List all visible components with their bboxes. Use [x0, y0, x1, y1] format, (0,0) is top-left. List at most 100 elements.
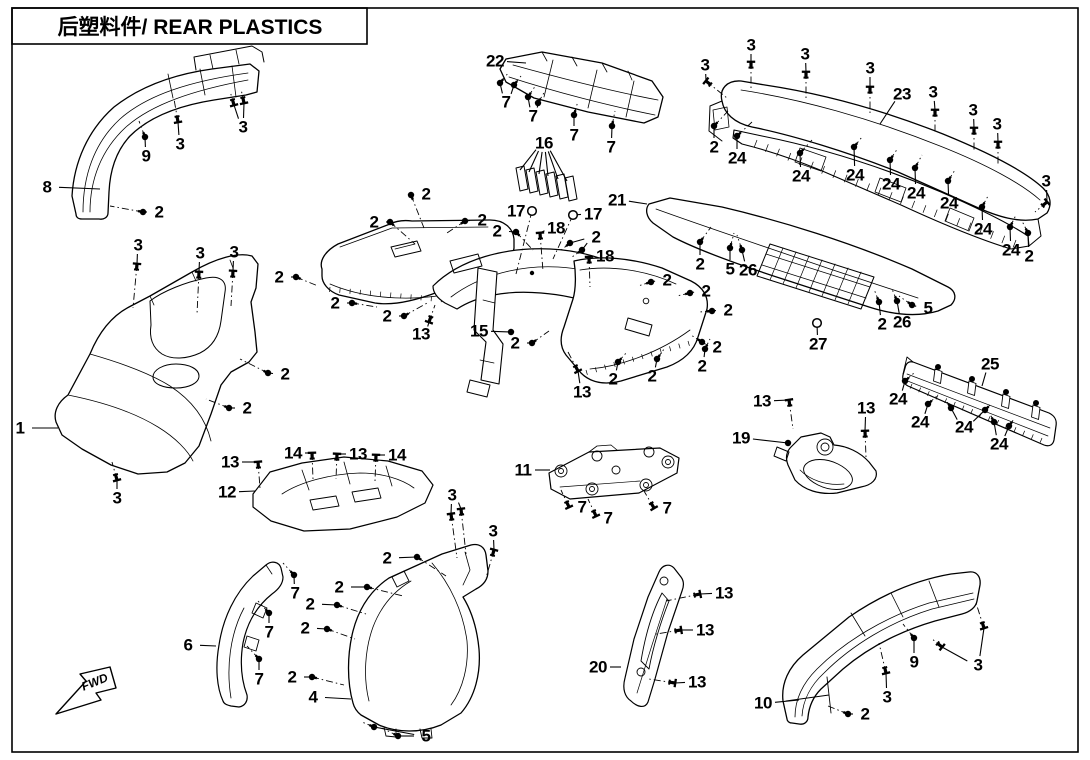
- callout-3: 3: [194, 244, 205, 315]
- screw-fastener-icon: [801, 70, 811, 79]
- callout-2: 2: [383, 301, 430, 326]
- callout-label: 2: [710, 138, 719, 157]
- leader-line: [177, 121, 180, 136]
- callout-label: 16: [535, 134, 553, 153]
- part-outline: [228, 607, 245, 699]
- leader-line: [941, 646, 968, 662]
- leader-line: [752, 438, 789, 444]
- callout-7: 7: [643, 490, 672, 518]
- clip-stem-icon: [368, 723, 375, 729]
- callout-label: 3: [747, 36, 756, 55]
- part-outline: [589, 329, 691, 370]
- part-outline: [564, 175, 578, 202]
- part-outline: [479, 299, 496, 364]
- callout-14: 14: [371, 446, 407, 482]
- callout-2: 2: [407, 185, 431, 229]
- part-outline: [152, 363, 200, 389]
- part-detail-circle: [529, 270, 535, 276]
- callout-3: 3: [485, 522, 499, 579]
- callout-7: 7: [257, 600, 274, 642]
- callout-label: 7: [255, 670, 264, 689]
- callout-16: 16: [519, 134, 568, 182]
- axis-dash-line: [410, 194, 425, 229]
- callout-24: 24: [974, 195, 993, 239]
- callout-label: 2: [724, 301, 733, 320]
- callout-label: 23: [893, 85, 911, 104]
- clip-stem-icon: [697, 338, 703, 344]
- part-outline: [761, 253, 871, 299]
- part-outline: [301, 461, 393, 491]
- clip-stem-icon: [351, 301, 358, 305]
- part-outline: [624, 317, 653, 337]
- leader-line: [864, 416, 867, 432]
- screw-fastener-icon: [229, 97, 239, 108]
- part-detail-circle: [643, 446, 655, 458]
- part-detail-circle: [591, 450, 603, 462]
- callout-label: 7: [291, 584, 300, 603]
- callout-7: 7: [607, 110, 616, 157]
- clip-stem-icon: [684, 291, 691, 296]
- callout-7: 7: [282, 562, 300, 603]
- part-outline: [508, 76, 656, 116]
- part-outline: [801, 598, 975, 717]
- part-outline: [466, 379, 491, 398]
- clip-stem-icon: [1008, 221, 1014, 228]
- callout-2: 2: [559, 228, 601, 258]
- callout-label: 14: [388, 446, 407, 465]
- part-outline: [449, 253, 483, 274]
- clip-stem-icon: [264, 608, 270, 614]
- clip-stem-icon: [990, 416, 996, 423]
- callout-2: 2: [109, 203, 164, 222]
- part-clip-strip-16: [515, 165, 578, 202]
- part-outline: [193, 45, 265, 71]
- callout-3: 3: [173, 98, 185, 154]
- clip-stem-icon: [499, 78, 505, 84]
- callout-3: 3: [111, 461, 122, 508]
- callout-24: 24: [907, 154, 926, 203]
- callout-label: 24: [728, 149, 747, 168]
- leader-line: [547, 151, 559, 180]
- callout-label: 1: [16, 419, 25, 438]
- screw-fastener-icon: [865, 85, 875, 94]
- part-hinge-bracket: [466, 267, 504, 398]
- clip-stem-icon: [289, 570, 295, 576]
- callout-13: 13: [655, 621, 714, 640]
- callout-5: 5: [726, 232, 735, 279]
- leader-line: [373, 726, 415, 736]
- callout-3: 3: [132, 236, 143, 309]
- callout-2: 2: [609, 351, 628, 389]
- clip-stem-icon: [947, 403, 953, 409]
- clip-stem-icon: [403, 312, 409, 318]
- callout-label: 2: [478, 211, 487, 230]
- callout-label: 3: [866, 59, 875, 78]
- part-outline: [902, 361, 1057, 447]
- callout-24: 24: [940, 169, 959, 213]
- callout-label: 2: [609, 370, 618, 389]
- part-outline: [391, 570, 410, 588]
- leader-line: [544, 151, 549, 177]
- screw-fastener-icon: [668, 678, 678, 688]
- callout-3: 3: [701, 56, 728, 99]
- callout-18: 18: [535, 219, 565, 272]
- screw-fastener-icon: [489, 547, 499, 558]
- clip-stem-icon: [617, 357, 623, 363]
- leader-line: [238, 490, 256, 493]
- callout-label: 10: [754, 694, 772, 713]
- part-upper-panel-22: [499, 51, 664, 124]
- leader-line: [879, 100, 896, 125]
- callout-label: 9: [142, 147, 151, 166]
- screw-fastener-icon: [253, 460, 263, 469]
- callout-2: 2: [335, 578, 404, 597]
- callout-15: 15: [470, 322, 515, 341]
- part-detail-circle: [643, 482, 649, 488]
- part-outline: [525, 167, 539, 194]
- clip-stem-icon: [909, 633, 915, 639]
- callout-label: 3: [801, 45, 810, 64]
- screw-fastener-icon: [239, 96, 249, 106]
- clip-stem-icon: [336, 603, 343, 608]
- callout-label: 13: [573, 383, 591, 402]
- page-border: [11, 7, 1079, 753]
- callout-2: 2: [696, 226, 712, 274]
- part-outline: [309, 487, 382, 511]
